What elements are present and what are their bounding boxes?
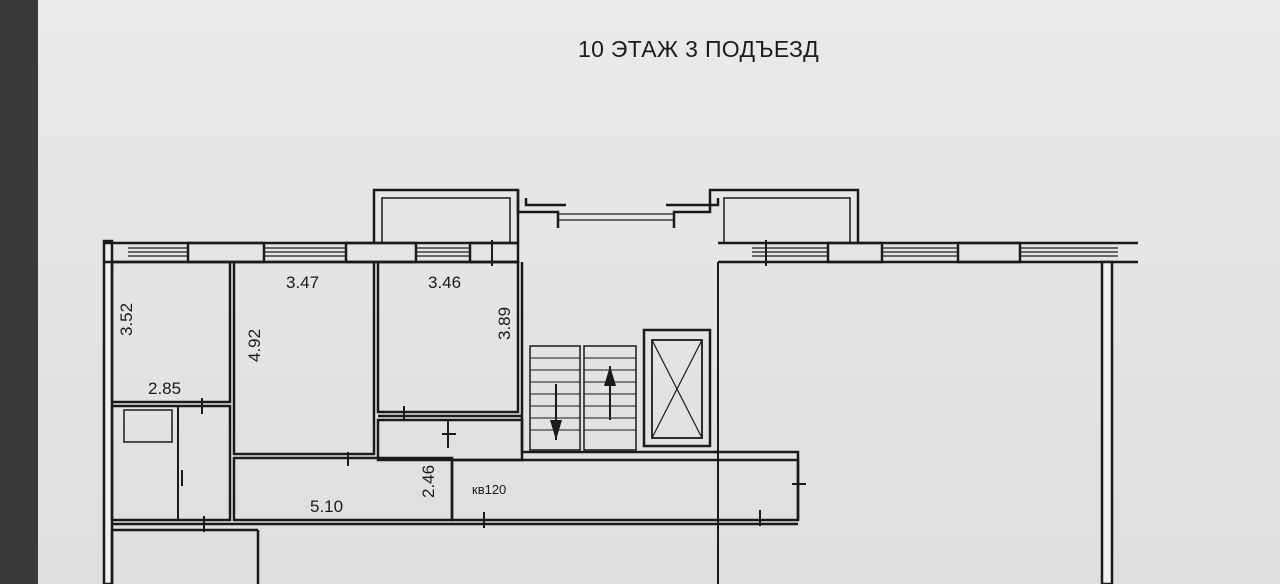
- wall-pier: [826, 241, 884, 264]
- bathtub: [123, 409, 173, 443]
- wall-pier: [186, 241, 266, 264]
- stair-flight: [583, 345, 637, 451]
- wall: [672, 188, 860, 243]
- wall: [1100, 260, 1114, 584]
- door-ticks: [177, 240, 806, 532]
- arrow-up: [604, 366, 616, 386]
- hallway: [376, 418, 524, 462]
- wall: [520, 262, 718, 454]
- wall: [524, 198, 566, 207]
- dim-room1-depth: 3.52: [117, 303, 136, 336]
- balcony: [381, 197, 511, 243]
- wall: [714, 450, 800, 520]
- dim-corridor-length: 5.10: [310, 497, 343, 516]
- document-page: 10 ЭТАЖ 3 ПОДЪЕЗД: [38, 0, 1280, 584]
- dim-room2-depth: 4.92: [245, 329, 264, 362]
- arrow-down: [550, 420, 562, 440]
- room-outline: [376, 260, 520, 414]
- dim-room3-width: 3.46: [428, 273, 461, 292]
- wall-pier: [956, 241, 1022, 264]
- elevator-cross: [651, 339, 703, 439]
- balcony: [372, 188, 520, 243]
- dim-room2-width: 3.47: [286, 273, 319, 292]
- bathroom: [110, 404, 232, 522]
- room-outline: [232, 260, 376, 456]
- floor-plan: 3.52 3.47 3.46 3.89 4.92 2.85 2.46 5.10 …: [102, 188, 1138, 584]
- stair-steps: [530, 357, 636, 431]
- room-outline: [110, 260, 232, 404]
- balcony: [723, 197, 851, 243]
- page-title: 10 ЭТАЖ 3 ПОДЪЕЗД: [578, 36, 820, 62]
- stair-flight: [529, 345, 581, 451]
- dim-bath-width: 2.85: [148, 379, 181, 398]
- apartment-label: кв120: [472, 482, 506, 497]
- dim-entry-depth: 2.46: [419, 465, 438, 498]
- dim-room3-depth: 3.89: [495, 307, 514, 340]
- wall-pier: [468, 241, 520, 264]
- elevator-shaft: [642, 328, 712, 448]
- wall: [666, 198, 720, 207]
- elevator-cab: [651, 339, 703, 439]
- wall: [516, 190, 560, 228]
- stair-arrows: [550, 366, 616, 440]
- wall-pier: [344, 241, 418, 264]
